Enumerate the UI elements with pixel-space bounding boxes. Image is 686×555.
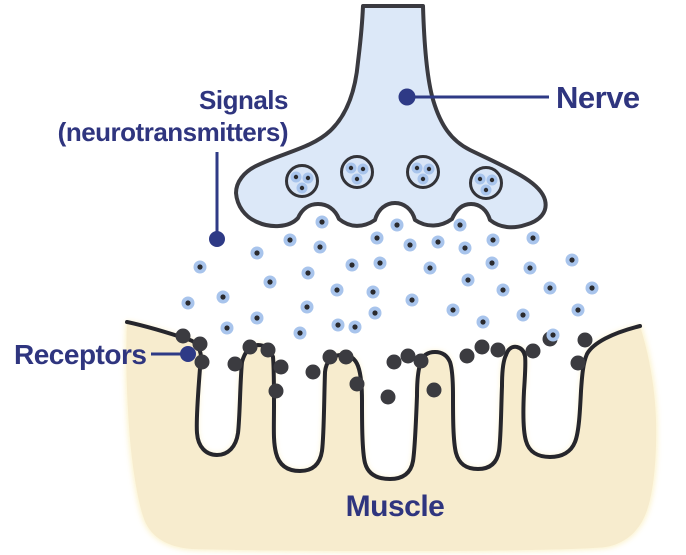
receptor-dot xyxy=(273,359,289,375)
vesicle-neurotransmitter-core xyxy=(483,187,489,193)
receptor-dot xyxy=(242,339,258,355)
neurotransmitter-core xyxy=(304,304,310,310)
label-signals-line1: Signals xyxy=(199,85,288,115)
neurotransmitter-core xyxy=(462,245,468,251)
receptor-dot xyxy=(349,376,365,392)
neurotransmitter-core xyxy=(569,257,575,263)
neurotransmitter-core xyxy=(427,265,433,271)
vesicles-group xyxy=(285,155,503,200)
receptors-pointer-dot xyxy=(180,346,196,362)
receptor-dot xyxy=(338,349,354,365)
neurotransmitter-core xyxy=(335,322,341,328)
label-receptors: Receptors xyxy=(14,339,146,370)
neurotransmitter-core xyxy=(372,310,378,316)
receptor-dot xyxy=(577,332,593,348)
receptor-dot xyxy=(227,356,243,372)
label-muscle: Muscle xyxy=(346,490,445,523)
receptor-dot xyxy=(413,353,429,369)
receptor-dot xyxy=(570,355,586,371)
muscle-membrane xyxy=(125,320,642,482)
receptor-dot xyxy=(268,383,284,399)
neurotransmitter-core xyxy=(349,262,355,268)
vesicle-neurotransmitter-core xyxy=(414,165,420,171)
vesicle-neurotransmitter-core xyxy=(299,185,305,191)
receptor-dot xyxy=(490,342,506,358)
receptor-dot xyxy=(305,364,321,380)
receptor-dot xyxy=(400,348,416,364)
vesicle-neurotransmitter-core xyxy=(305,175,311,181)
neurotransmitter-core xyxy=(547,285,553,291)
pointer-nerve xyxy=(398,88,549,106)
neurotransmitter-core xyxy=(520,312,526,318)
vesicle-neurotransmitter-core xyxy=(360,166,366,172)
vesicle-neurotransmitter-core xyxy=(348,165,354,171)
receptor-dot xyxy=(192,336,208,352)
neurotransmitter-core xyxy=(334,287,340,293)
neurotransmitter-core xyxy=(254,250,260,256)
neurotransmitter-core xyxy=(457,222,463,228)
neurotransmitter-core xyxy=(575,307,581,313)
label-signals-line2: (neurotransmitters) xyxy=(58,117,288,147)
neurotransmitter-core xyxy=(267,279,273,285)
nerve-pointer-dot xyxy=(398,88,416,106)
receptor-dot xyxy=(459,348,475,364)
pointer-signals xyxy=(209,152,225,247)
receptor-dot xyxy=(386,354,402,370)
neurotransmitter-core xyxy=(480,319,486,325)
neurotransmitter-core xyxy=(374,235,380,241)
receptor-dot xyxy=(175,328,191,344)
receptors-group xyxy=(175,328,593,405)
neurotransmitter-core xyxy=(254,315,260,321)
neurotransmitter-core xyxy=(224,325,230,331)
neurotransmitter-core xyxy=(500,287,506,293)
muscle xyxy=(125,320,657,552)
neurotransmitter-core xyxy=(465,277,471,283)
neurotransmitter-core xyxy=(287,237,293,243)
neurotransmitter-core xyxy=(490,237,496,243)
receptor-dot xyxy=(322,349,338,365)
neurotransmitters-group xyxy=(181,215,599,342)
neurotransmitter-core xyxy=(297,330,303,336)
vesicle-neurotransmitter-core xyxy=(354,176,360,182)
neurotransmitter-core xyxy=(407,242,413,248)
neurotransmitter-core xyxy=(317,244,323,250)
neurotransmitter-core xyxy=(589,285,595,291)
vesicle-neurotransmitter-core xyxy=(477,176,483,182)
neurotransmitter-core xyxy=(409,297,415,303)
pointer-receptors xyxy=(151,346,196,362)
neurotransmitter-core xyxy=(450,307,456,313)
neurotransmitter-core xyxy=(220,294,226,300)
receptor-dot xyxy=(260,342,276,358)
neurotransmitter-core xyxy=(305,270,311,276)
vesicle-neurotransmitter-core xyxy=(489,177,495,183)
neurotransmitter-core xyxy=(197,264,203,270)
vesicle-neurotransmitter-core xyxy=(426,166,432,172)
receptor-dot xyxy=(380,389,396,405)
label-nerve: Nerve xyxy=(556,80,640,115)
receptor-dot xyxy=(474,339,490,355)
signals-pointer-dot xyxy=(209,231,225,247)
neurotransmitter-core xyxy=(319,219,325,225)
neurotransmitter-core xyxy=(527,265,533,271)
neurotransmitter-core xyxy=(530,235,536,241)
receptor-dot xyxy=(426,382,442,398)
neurotransmitter-core xyxy=(435,239,441,245)
neurotransmitter-core xyxy=(370,289,376,295)
neurotransmitter-core xyxy=(352,324,358,330)
neurotransmitter-core xyxy=(185,300,191,306)
vesicle-neurotransmitter-core xyxy=(293,174,299,180)
receptor-dot xyxy=(194,354,210,370)
receptor-dot xyxy=(525,343,541,359)
vesicle-neurotransmitter-core xyxy=(420,176,426,182)
neurotransmitter-core xyxy=(394,222,400,228)
neurotransmitter-core xyxy=(489,260,495,266)
neurotransmitter-core xyxy=(377,260,383,266)
neurotransmitter-core xyxy=(550,332,556,338)
